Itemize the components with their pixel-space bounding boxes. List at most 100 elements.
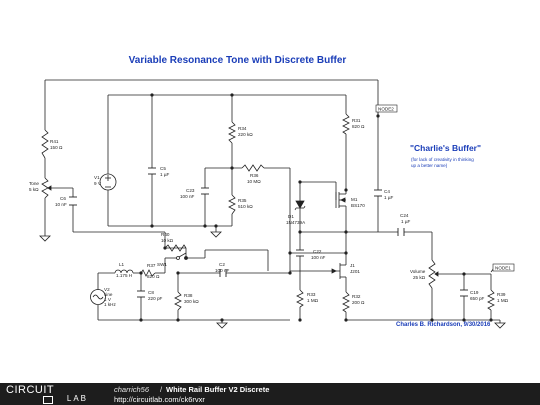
label-r34: R34 [238, 126, 247, 131]
value-c24: 1 µF [401, 219, 410, 224]
label-tone: Tone [29, 181, 39, 186]
footer-url-link[interactable]: http://circuitlab.com/ck6rvxr [114, 395, 205, 404]
pot-tone [41, 177, 49, 199]
resistor-r38 [174, 291, 182, 311]
label-r41: R41 [50, 139, 59, 144]
label-v1: V1 [94, 175, 100, 180]
capacitor-c24 [397, 228, 405, 236]
value-r35: 510 kΩ [238, 204, 253, 209]
label-c2: C2 [219, 262, 225, 267]
label-c23: C23 [186, 188, 195, 193]
label-r40: R40 [161, 232, 170, 237]
jfet-j1 [267, 262, 347, 280]
pot-volume [428, 259, 436, 289]
battery-v1 [99, 173, 117, 191]
footer-author-link[interactable]: charrich56 [114, 385, 150, 394]
capacitor-c23 [201, 187, 209, 195]
schematic-title: Variable Resonance Tone with Discrete Bu… [128, 55, 347, 66]
value-r39: 1 MΩ [497, 298, 509, 303]
value-r32: 200 Ω [352, 300, 365, 305]
note-line-1: (for lack of creativity in thinking [411, 157, 474, 162]
label-r38: R38 [184, 293, 193, 298]
footer-separator: / [160, 385, 163, 394]
value-r34: 220 kΩ [238, 132, 253, 137]
value-r37: 820 Ω [147, 274, 160, 279]
logo-circuit-text: CIRCUIT [6, 384, 55, 396]
label-c19: C19 [470, 290, 479, 295]
label-j1: J1 [350, 263, 355, 268]
ground-output [494, 320, 506, 329]
logo-lab-text: LAB [66, 394, 88, 403]
label-c24: C24 [400, 213, 409, 218]
value-r31: 820 Ω [352, 124, 365, 129]
potentiometers [41, 177, 439, 289]
note-line-2: up a better name) [411, 163, 448, 168]
author-credit: Charles B. Richardson, 9/30/2016 [396, 322, 491, 328]
value-d1: 1N4739A [286, 220, 306, 225]
value-c5: 1 µF [160, 172, 169, 177]
label-m1: M1 [351, 197, 358, 202]
resistor-r31 [342, 113, 350, 135]
label-d1: D1 [288, 214, 294, 219]
schematic-diagram: NODE2 NODE1 R41 150 Ω Tone 5 kΩ C6 10 nF… [29, 79, 515, 329]
wires [44, 79, 500, 321]
label-r31: R31 [352, 118, 361, 123]
value-c23: 100 nF [180, 194, 194, 199]
capacitors [69, 167, 468, 298]
value-volume: 25 kΩ [413, 275, 426, 280]
resistor-r37 [140, 269, 156, 277]
zener-d1 [294, 200, 306, 215]
footer-bar: CIRCUIT LAB charrich56 / White Rail Buff… [0, 383, 540, 405]
label-r35: R35 [238, 198, 247, 203]
node-label-node2: NODE2 [378, 107, 394, 112]
schematic-sheet: Variable Resonance Tone with Discrete Bu… [29, 55, 515, 329]
label-c4: C4 [384, 189, 390, 194]
resistor-r40 [164, 244, 187, 252]
capacitor-c4 [374, 189, 382, 197]
value-c22: 100 nF [311, 255, 325, 260]
footer-circuit-title: White Rail Buffer V2 Discrete [166, 385, 270, 394]
label-volume: Volume [410, 269, 426, 274]
component-labels: R41 150 Ω Tone 5 kΩ C6 10 nF V1 9 V C5 1… [29, 118, 509, 307]
value-c8: 220 pF [148, 296, 162, 301]
capacitor-c6 [69, 196, 77, 206]
label-c8: C8 [148, 290, 154, 295]
junction-dots [139, 93, 493, 322]
resistor-r35 [228, 194, 236, 215]
capacitor-c19 [460, 289, 468, 297]
label-r39: R39 [497, 292, 506, 297]
resistor-r36 [241, 164, 265, 172]
ground-tone [39, 232, 51, 242]
value-r36: 10 MΩ [247, 179, 261, 184]
label-r37: R37 [147, 263, 156, 268]
value-r40: 10 kΩ [161, 238, 174, 243]
value-r38: 300 kΩ [184, 299, 199, 304]
mosfet-m1 [335, 182, 347, 210]
capacitor-c22 [296, 249, 304, 257]
label-c6: C6 [60, 196, 66, 201]
node-flags: NODE2 NODE1 [375, 104, 515, 272]
label-v2: V2 [104, 287, 110, 292]
value-j1: J201 [350, 269, 360, 274]
resistor-r32 [342, 291, 350, 313]
ground-supply [210, 231, 222, 238]
value-c19: 650 pF [470, 296, 484, 301]
label-r32: R32 [352, 294, 361, 299]
value-r33: 1 MΩ [307, 298, 319, 303]
label-c5: C5 [160, 166, 166, 171]
resistor-r33 [296, 289, 304, 308]
label-r36: R36 [250, 173, 259, 178]
value-l1: 1.175 H [116, 273, 132, 278]
logo-icon [43, 396, 53, 404]
value-c6: 10 nF [55, 202, 67, 207]
resistor-r34 [228, 121, 236, 144]
capacitor-c5 [148, 167, 156, 175]
inductor-l1 [114, 269, 134, 274]
capacitor-c8 [137, 290, 145, 298]
label-l1: L1 [119, 262, 125, 267]
sources [90, 173, 117, 305]
label-c22: C22 [313, 249, 322, 254]
label-sw1: SW1 [157, 262, 167, 267]
value-c4: 1 µF [384, 195, 393, 200]
capacitor-c2 [219, 269, 227, 277]
